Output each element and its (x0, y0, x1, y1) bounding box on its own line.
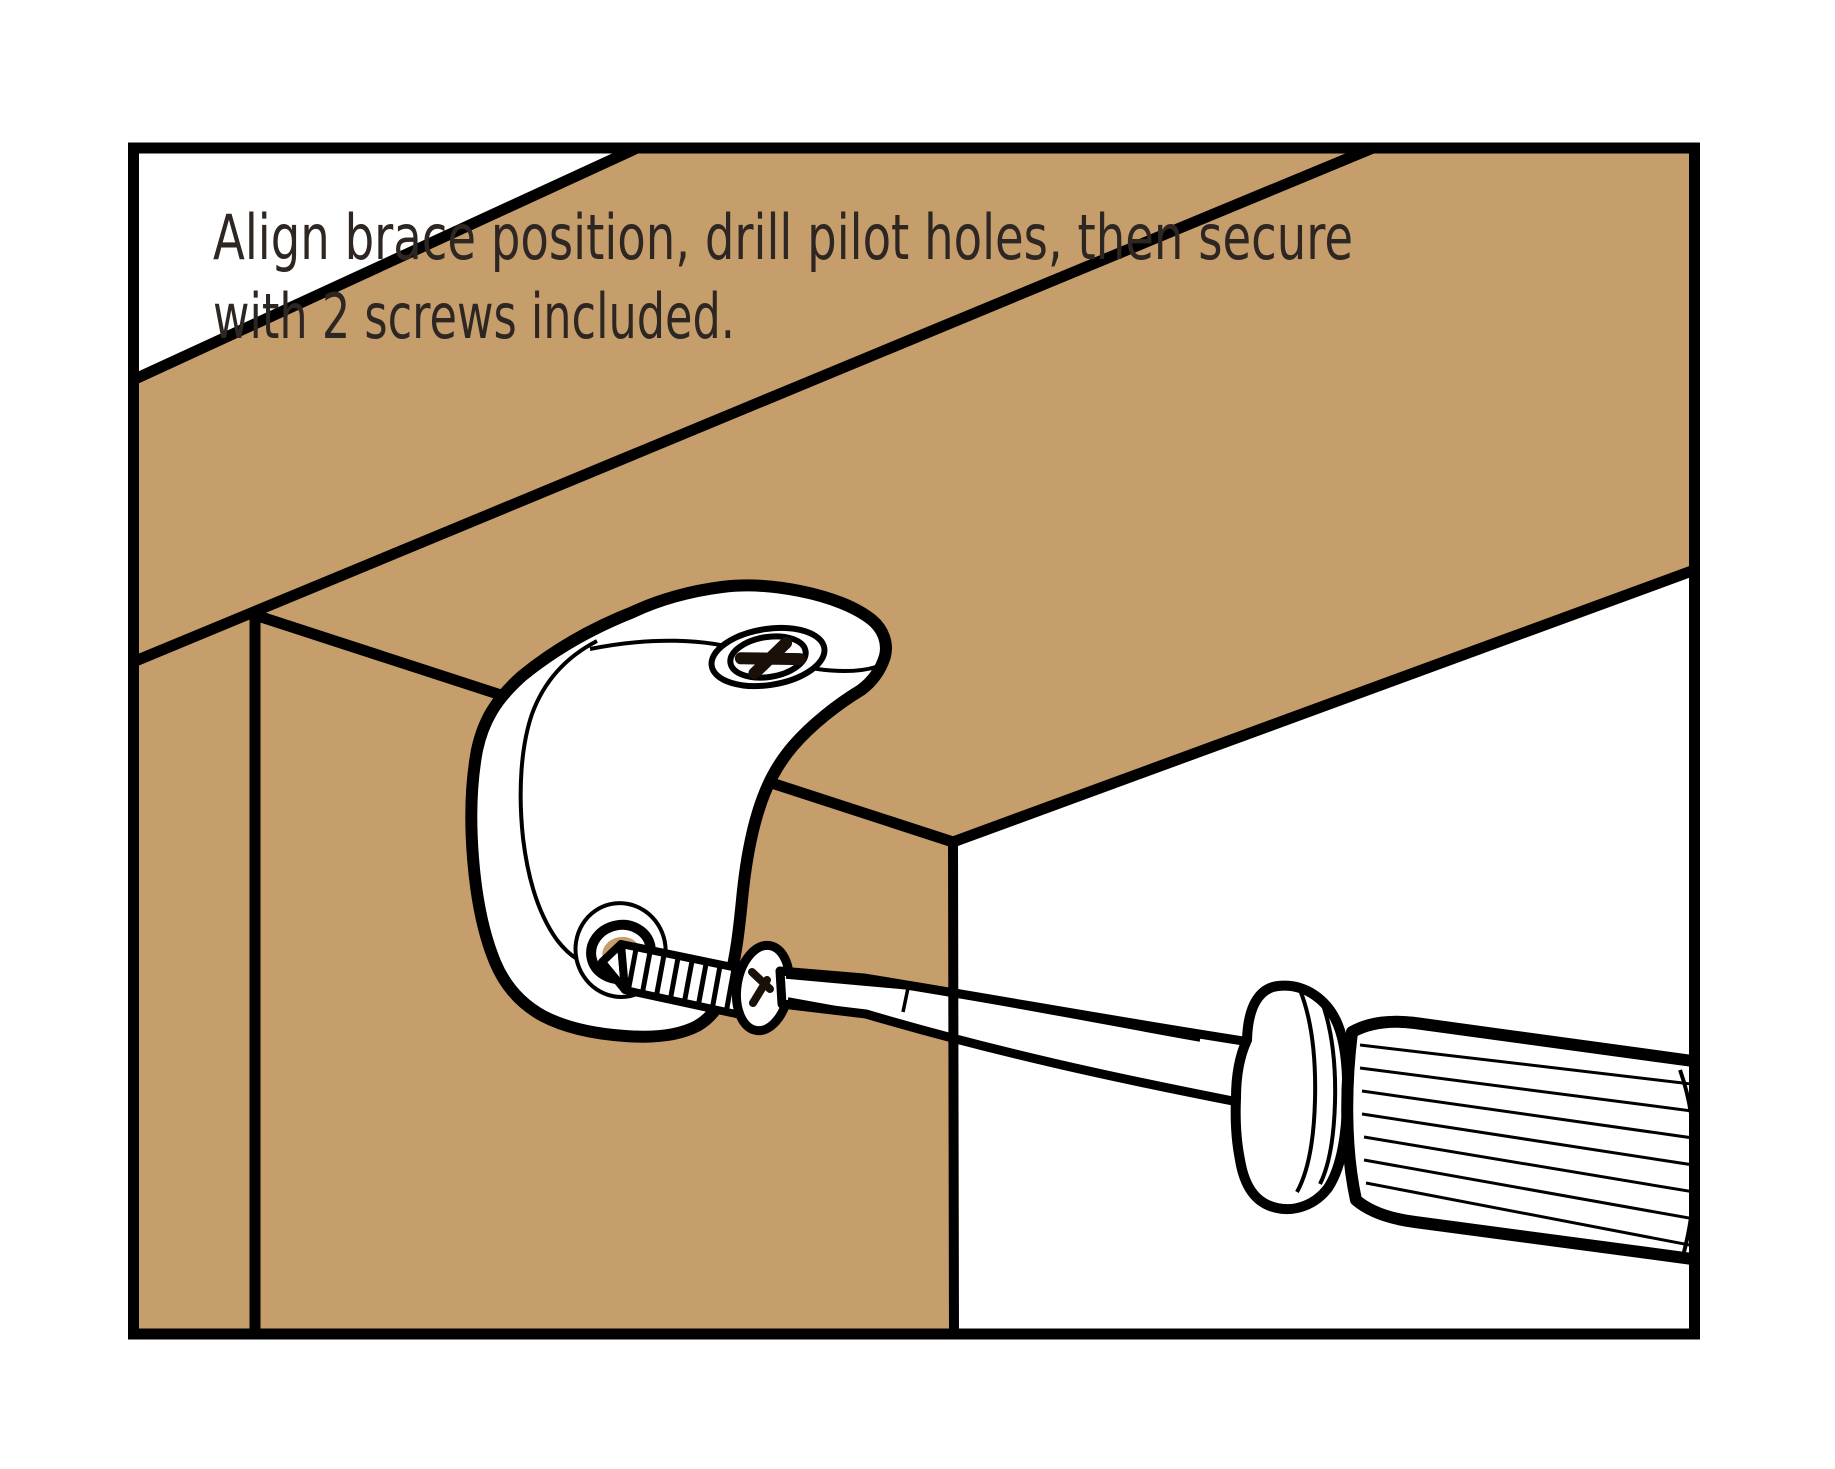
leg-left-face (139, 615, 255, 1329)
screwdriver-tip-facets (785, 975, 1201, 1042)
screwdriver-ferrule-grooves (1295, 989, 1338, 1193)
screw-threads (625, 948, 748, 1016)
instruction-text-line-2: with 2 screws included. (213, 280, 735, 353)
screw-phillips-icon (748, 968, 774, 1007)
scene (139, 153, 1689, 1329)
flange-screw (708, 624, 828, 690)
screwdriver (775, 966, 1689, 1265)
screw-being-driven (598, 940, 795, 1036)
illustration-border (128, 142, 1700, 1340)
flange-screw-phillips-icon (734, 637, 806, 680)
screwdriver-ferrule (1230, 980, 1353, 1214)
screwdriver-handle-endcap-arc (1678, 1069, 1689, 1253)
top-panel-left-edge-line (139, 153, 640, 384)
top-panel-crease-line (139, 153, 1376, 666)
corner-brace-left-contour-line (518, 639, 602, 968)
instruction-text-line-1: Align brace position, drill pilot holes,… (213, 201, 1353, 274)
screwdriver-handle (1341, 1015, 1689, 1265)
top-panel-bottom-right-edge-line (947, 566, 1689, 848)
screwdriver-handle-ribs (1359, 1043, 1689, 1247)
instruction-caption: Align brace position, drill pilot holes,… (213, 201, 1353, 353)
leg-right-corner-line (948, 837, 959, 1329)
